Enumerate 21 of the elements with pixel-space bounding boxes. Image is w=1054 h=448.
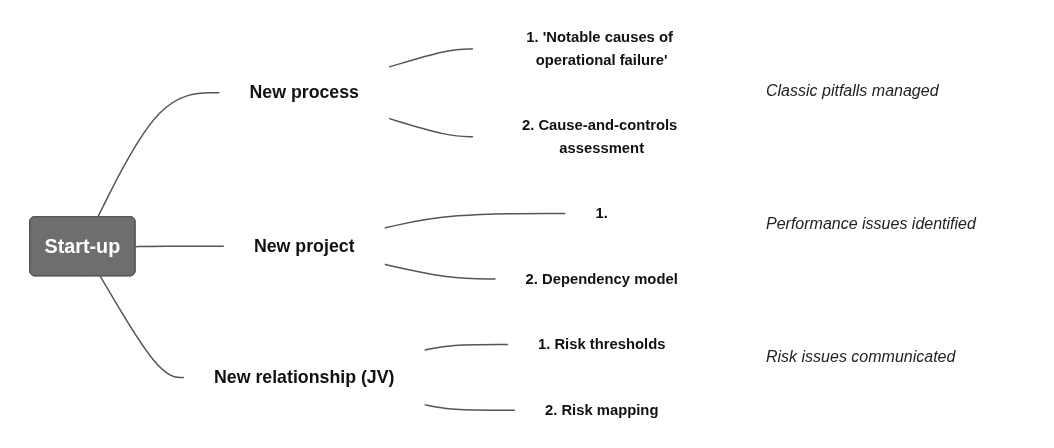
outcome-note: Performance issues identified xyxy=(766,215,978,233)
node-text: 2. Cause-and-controls assessment xyxy=(522,116,678,156)
connector xyxy=(99,275,186,379)
connector xyxy=(383,212,567,229)
node-text: New project xyxy=(254,235,355,256)
connector xyxy=(134,245,226,248)
connector xyxy=(388,117,475,138)
node-text: 1. 'Notable causes of operational failure' xyxy=(526,28,674,68)
outcome-note: Risk issues communicated xyxy=(766,348,957,367)
connector xyxy=(383,263,497,280)
node-text: 2. Dependency model xyxy=(525,269,678,287)
connector xyxy=(388,48,475,68)
node-text: 1. xyxy=(595,204,609,222)
connector xyxy=(423,343,510,351)
node-text: New process xyxy=(249,82,360,103)
connector xyxy=(423,403,517,411)
outcome-note: Classic pitfalls managed xyxy=(766,81,940,100)
node-text: 1. Risk thresholds xyxy=(538,335,666,353)
connector xyxy=(97,92,221,218)
node-text: 2. Risk mapping xyxy=(545,401,659,418)
node-text: New relationship (JV) xyxy=(214,367,395,387)
